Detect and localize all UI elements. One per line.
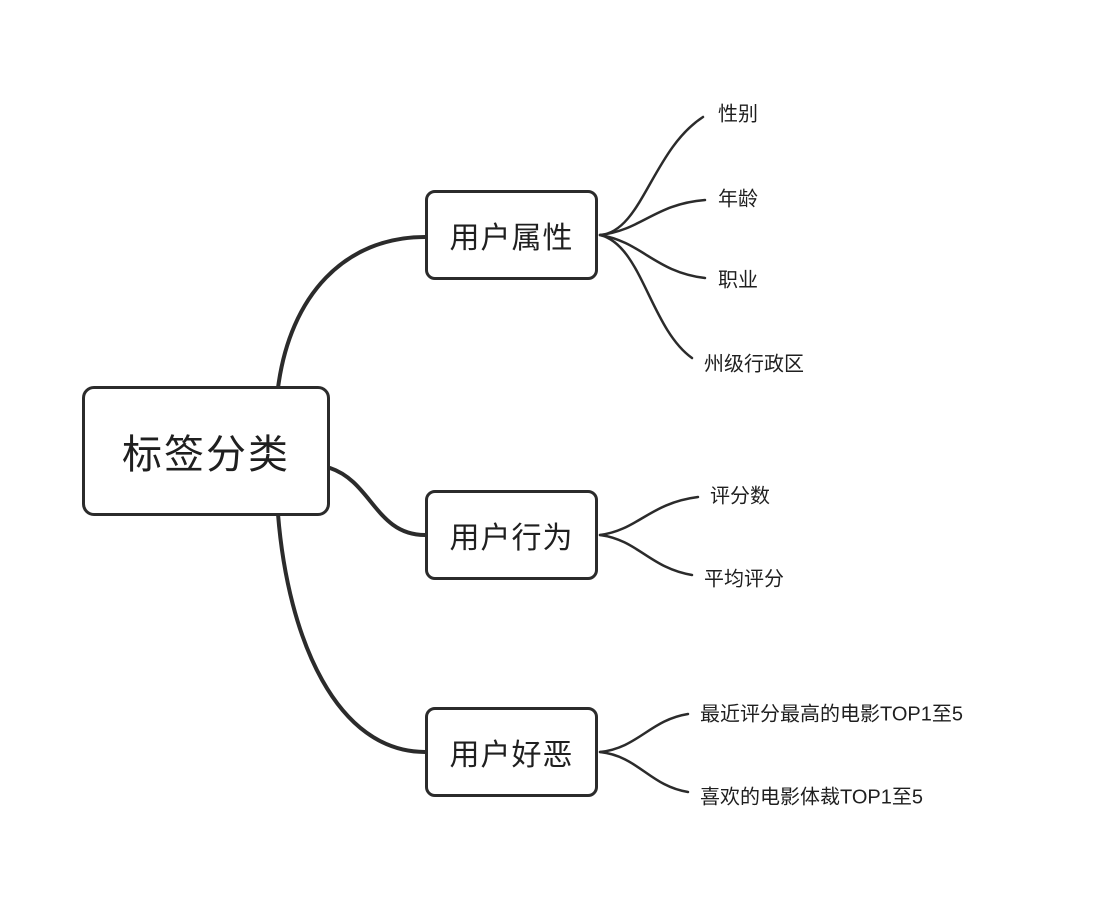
branch-node-label: 用户好恶 [449, 739, 574, 772]
edge-attributes-to-region [598, 233, 694, 360]
leaf-node-average-rating[interactable]: 平均评分 [704, 563, 784, 592]
edge-preference-to-top-genres [598, 750, 690, 794]
branch-node-user-behavior[interactable]: 用户行为 [425, 490, 598, 580]
leaf-node-top-genres[interactable]: 喜欢的电影体裁TOP1至5 [700, 781, 923, 810]
edge-behavior-to-rating-count [598, 495, 700, 537]
leaf-label: 性别 [718, 103, 758, 126]
leaf-node-occupation[interactable]: 职业 [718, 264, 758, 293]
leaf-label: 平均评分 [704, 568, 784, 591]
leaf-label: 喜欢的电影体裁TOP1至5 [700, 786, 923, 809]
leaf-label: 职业 [718, 269, 758, 292]
edge-root-to-user-behavior [328, 466, 427, 537]
leaf-node-top-movies[interactable]: 最近评分最高的电影TOP1至5 [700, 698, 963, 727]
edge-attributes-to-occupation [598, 233, 707, 280]
leaf-label: 评分数 [710, 485, 770, 508]
edge-attributes-to-age [598, 198, 707, 237]
edge-preference-to-top-movies [598, 712, 690, 754]
root-node-label: 标签分类 [122, 433, 290, 477]
edge-attributes-to-gender [598, 115, 705, 237]
leaf-label: 最近评分最高的电影TOP1至5 [700, 703, 963, 726]
branch-node-user-preference[interactable]: 用户好恶 [425, 707, 598, 797]
edge-root-to-user-attributes [276, 235, 427, 390]
edge-root-to-user-preference [276, 512, 427, 754]
root-node[interactable]: 标签分类 [82, 386, 330, 516]
branch-node-label: 用户行为 [449, 522, 574, 555]
edge-behavior-to-average-rating [598, 533, 694, 577]
leaf-node-region[interactable]: 州级行政区 [704, 348, 804, 377]
leaf-label: 州级行政区 [704, 353, 804, 376]
leaf-node-age[interactable]: 年龄 [718, 183, 758, 212]
leaf-node-rating-count[interactable]: 评分数 [710, 480, 770, 509]
branch-node-label: 用户属性 [449, 222, 574, 255]
branch-node-user-attributes[interactable]: 用户属性 [425, 190, 598, 280]
leaf-node-gender[interactable]: 性别 [718, 98, 758, 127]
leaf-label: 年龄 [718, 188, 758, 211]
